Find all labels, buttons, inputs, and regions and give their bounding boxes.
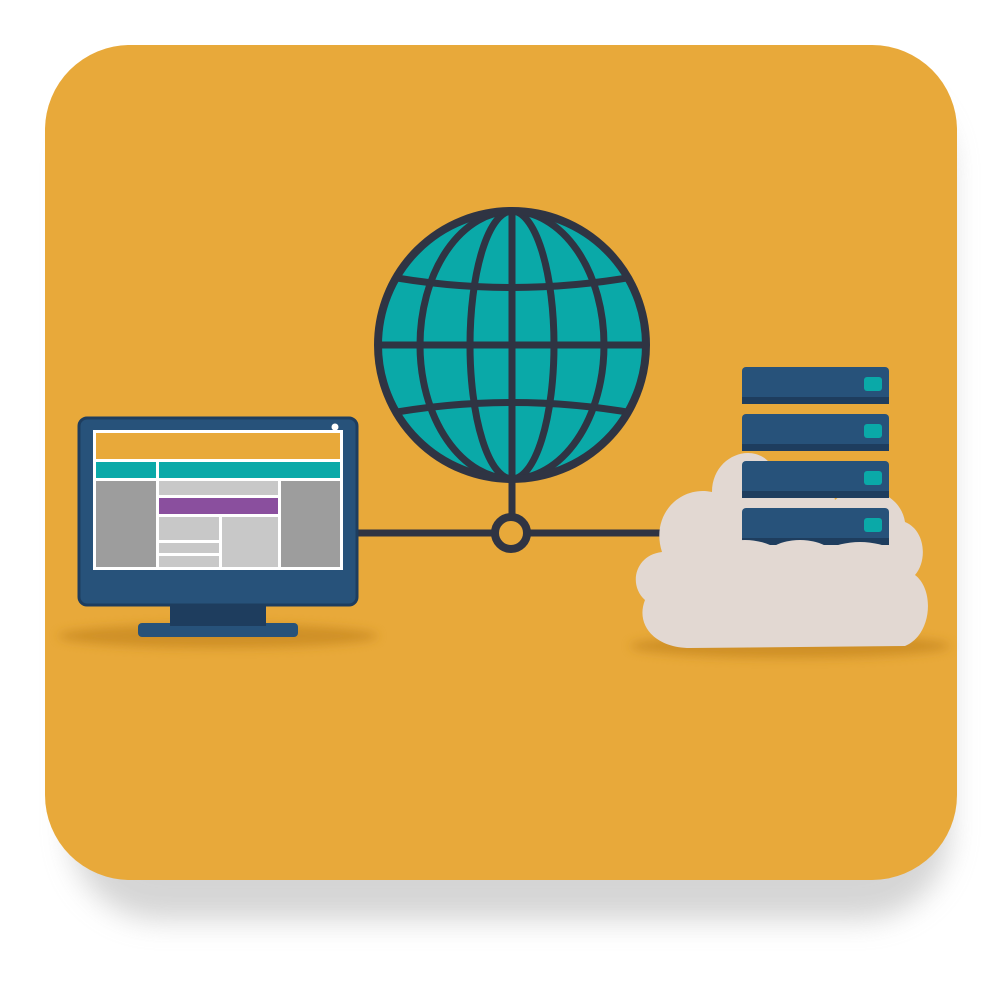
monitor-bezel: [77, 416, 359, 607]
cloud-front-puffs: [665, 540, 910, 605]
screen-left-sidebar: [96, 481, 156, 567]
monitor-stand-base: [138, 623, 298, 637]
screen-content-line-2: [159, 556, 219, 567]
server-unit-2: [742, 414, 889, 451]
server-unit-3: [742, 461, 889, 498]
screen-content-side: [222, 517, 278, 567]
screen-content-top: [159, 481, 278, 495]
screen-right-sidebar: [281, 481, 340, 567]
server-unit-1: [742, 367, 889, 404]
desktop-monitor-icon: [77, 416, 359, 637]
server-unit-4: [742, 508, 889, 545]
server-led-1: [864, 377, 882, 391]
globe-icon: [374, 207, 650, 483]
server-led-4: [864, 518, 882, 532]
screen-nav-right: [159, 462, 340, 478]
monitor-power-dot: [331, 423, 339, 431]
screen-header-bar: [96, 433, 340, 459]
server-rack-icon: [742, 367, 889, 545]
monitor-screen: [93, 430, 343, 570]
screen-content-block: [159, 517, 219, 540]
server-led-3: [864, 471, 882, 485]
network-node-icon: [491, 513, 531, 553]
screen-content-line-1: [159, 543, 219, 553]
screen-nav-left: [96, 462, 156, 478]
server-led-2: [864, 424, 882, 438]
connection-lines: [352, 474, 669, 537]
screen-highlight-bar: [159, 498, 278, 514]
